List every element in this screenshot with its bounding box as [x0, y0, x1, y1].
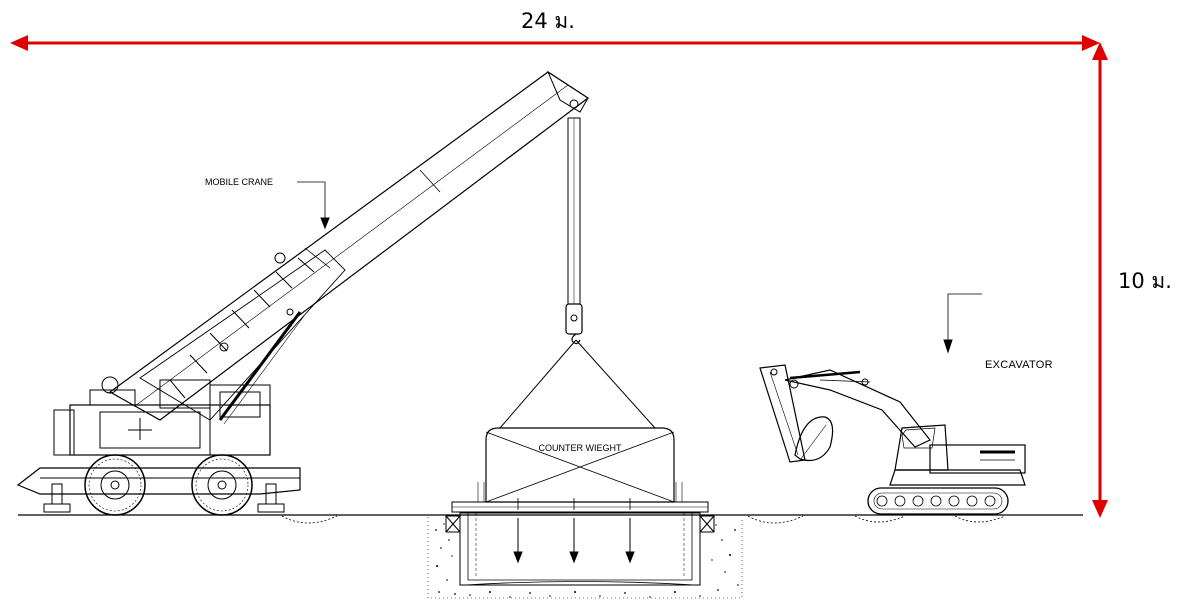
- crane-rear-wheel: [191, 454, 253, 516]
- crane-front-wheel: [84, 454, 146, 516]
- height-dimension: [1092, 42, 1108, 518]
- height-dimension-label: 10 ม.: [1118, 269, 1172, 293]
- counterweight-label: COUNTER WIEGHT: [539, 443, 622, 453]
- mobile-crane: [16, 70, 590, 516]
- crane-label: MOBILE CRANE: [205, 177, 273, 187]
- excavator-label: EXCAVATOR: [985, 359, 1053, 371]
- excavator: [759, 364, 1026, 515]
- excavator-leader: [943, 293, 982, 354]
- excavation-pit: [427, 512, 743, 599]
- rigging: [499, 117, 656, 429]
- crane-leader: [297, 181, 330, 230]
- load-arrows: [513, 518, 635, 564]
- ground: [18, 514, 1083, 524]
- counterweight: [451, 427, 709, 513]
- width-dimension: [10, 35, 1100, 51]
- width-dimension-label: 24 ม.: [521, 9, 575, 33]
